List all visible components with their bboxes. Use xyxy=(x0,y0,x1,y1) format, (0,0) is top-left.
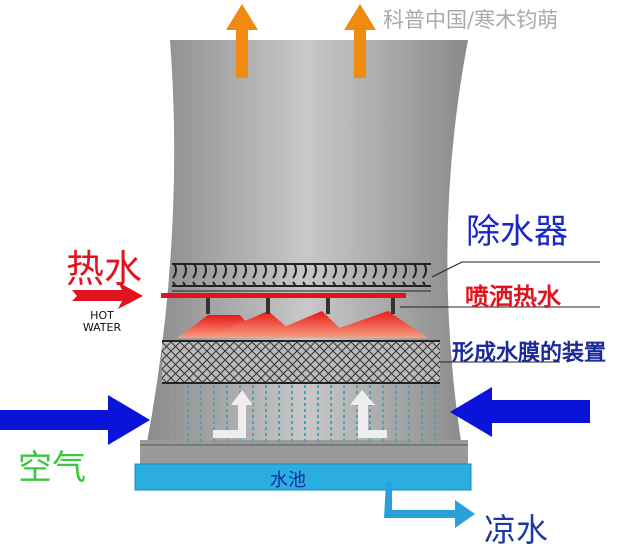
label-demister: 除水器 xyxy=(466,212,568,252)
label-water: WATER xyxy=(82,321,122,334)
label-film-device: 形成水膜的装置 xyxy=(452,341,607,366)
exhaust-arrow-left xyxy=(226,4,258,78)
air-flow-arrow-right xyxy=(350,390,387,438)
exhaust-arrow-right xyxy=(344,4,376,78)
film-fill-mesh xyxy=(162,340,440,384)
cool-water-arrow xyxy=(384,482,475,528)
water-pool xyxy=(134,463,472,491)
watermark: 科普中国/寒木钧萌 xyxy=(383,8,559,32)
label-hot-water: 热水 xyxy=(66,247,143,291)
leader-demister xyxy=(431,261,463,278)
hot-water-pipe xyxy=(161,293,406,298)
label-hot: HOT xyxy=(90,309,114,322)
air-inlet-arrow-left xyxy=(0,395,150,445)
label-cool-water: 凉水 xyxy=(484,511,549,549)
demister xyxy=(172,263,431,292)
air-inlet-arrow-right xyxy=(450,387,590,437)
label-air: 空气 xyxy=(18,448,86,488)
label-spray-hot-water: 喷洒热水 xyxy=(465,283,561,311)
label-pool: 水池 xyxy=(270,470,306,491)
spray-nozzles xyxy=(177,298,428,338)
hot-water-arrow xyxy=(72,282,143,309)
air-flow-arrow-left xyxy=(213,390,253,438)
